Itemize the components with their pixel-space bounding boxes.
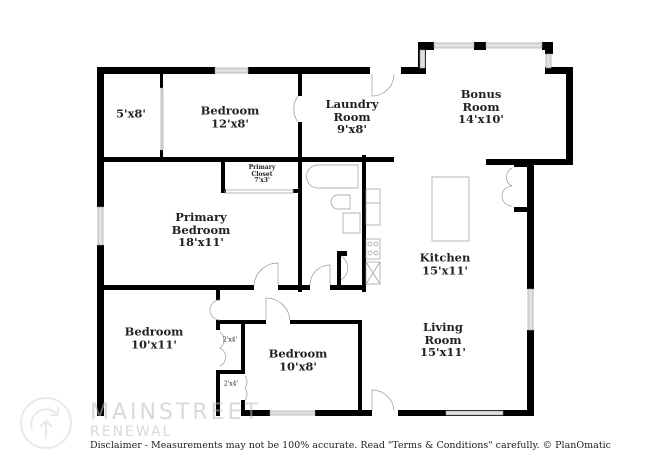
- room-laundry: Laundry Room 9'x8': [325, 98, 378, 136]
- room-kitchen: Kitchen 15'x11': [420, 251, 471, 276]
- room-name-line2: Room: [462, 99, 500, 114]
- room-size: 10'x8': [279, 359, 317, 373]
- room-name-line1: Primary: [248, 164, 276, 172]
- room-size: 2'x4': [222, 336, 238, 344]
- room-size: 7'x3': [254, 177, 270, 185]
- room-bedroom-top: Bedroom 12'x8': [201, 104, 260, 129]
- room-name-line2: Room: [424, 332, 462, 347]
- room-name: Kitchen: [419, 250, 471, 265]
- disclaimer-text: Disclaimer - Measurements may not be 100…: [90, 440, 611, 451]
- room-living: Living Room 15'x11': [420, 321, 466, 359]
- room-name-line2: Closet: [251, 170, 273, 178]
- watermark-brand-line2: RENEWAL: [90, 424, 173, 440]
- doors: [209, 73, 513, 411]
- room-name-line1: Primary: [175, 210, 227, 225]
- room-bedroom-small: Bedroom 10'x8': [269, 347, 328, 372]
- room-size: 9'x8': [337, 122, 367, 137]
- room-name: Bedroom: [268, 346, 328, 361]
- room-name-line2: Bedroom: [171, 222, 231, 237]
- room-name: Bedroom: [200, 103, 260, 118]
- interior-walls: [104, 74, 532, 416]
- room-size: 14'x10': [458, 112, 504, 127]
- room-primary-bedroom: Primary Bedroom 18'x11': [172, 211, 231, 249]
- room-bedroom-left: Bedroom 10'x11': [125, 325, 184, 350]
- room-closet-b: 2'x4': [223, 380, 239, 389]
- room-name-line2: Room: [333, 109, 371, 124]
- room-size: 15'x11': [420, 345, 466, 360]
- windows: [97, 42, 552, 416]
- room-size: 18'x11': [178, 235, 224, 250]
- room-size: 5'x8': [116, 106, 146, 121]
- room-name: Bedroom: [124, 324, 184, 339]
- brand-logo-icon: [20, 397, 72, 449]
- room-name-line1: Bonus: [460, 87, 502, 102]
- room-primary-closet: Primary Closet 7'x3': [249, 165, 276, 185]
- room-size: 12'x8': [211, 116, 249, 130]
- room-bonus: Bonus Room 14'x10': [458, 88, 504, 126]
- room-closet-a: 2'x4': [222, 336, 238, 345]
- room-name-line1: Living: [423, 320, 463, 335]
- room-size: 2'x4': [223, 380, 239, 388]
- watermark-brand-line1: MAINSTREET: [90, 400, 261, 425]
- room-name-line1: Laundry: [325, 97, 379, 112]
- room-size: 15'x11': [422, 263, 468, 277]
- fixtures: [306, 164, 470, 285]
- room-size: 10'x11': [131, 337, 177, 351]
